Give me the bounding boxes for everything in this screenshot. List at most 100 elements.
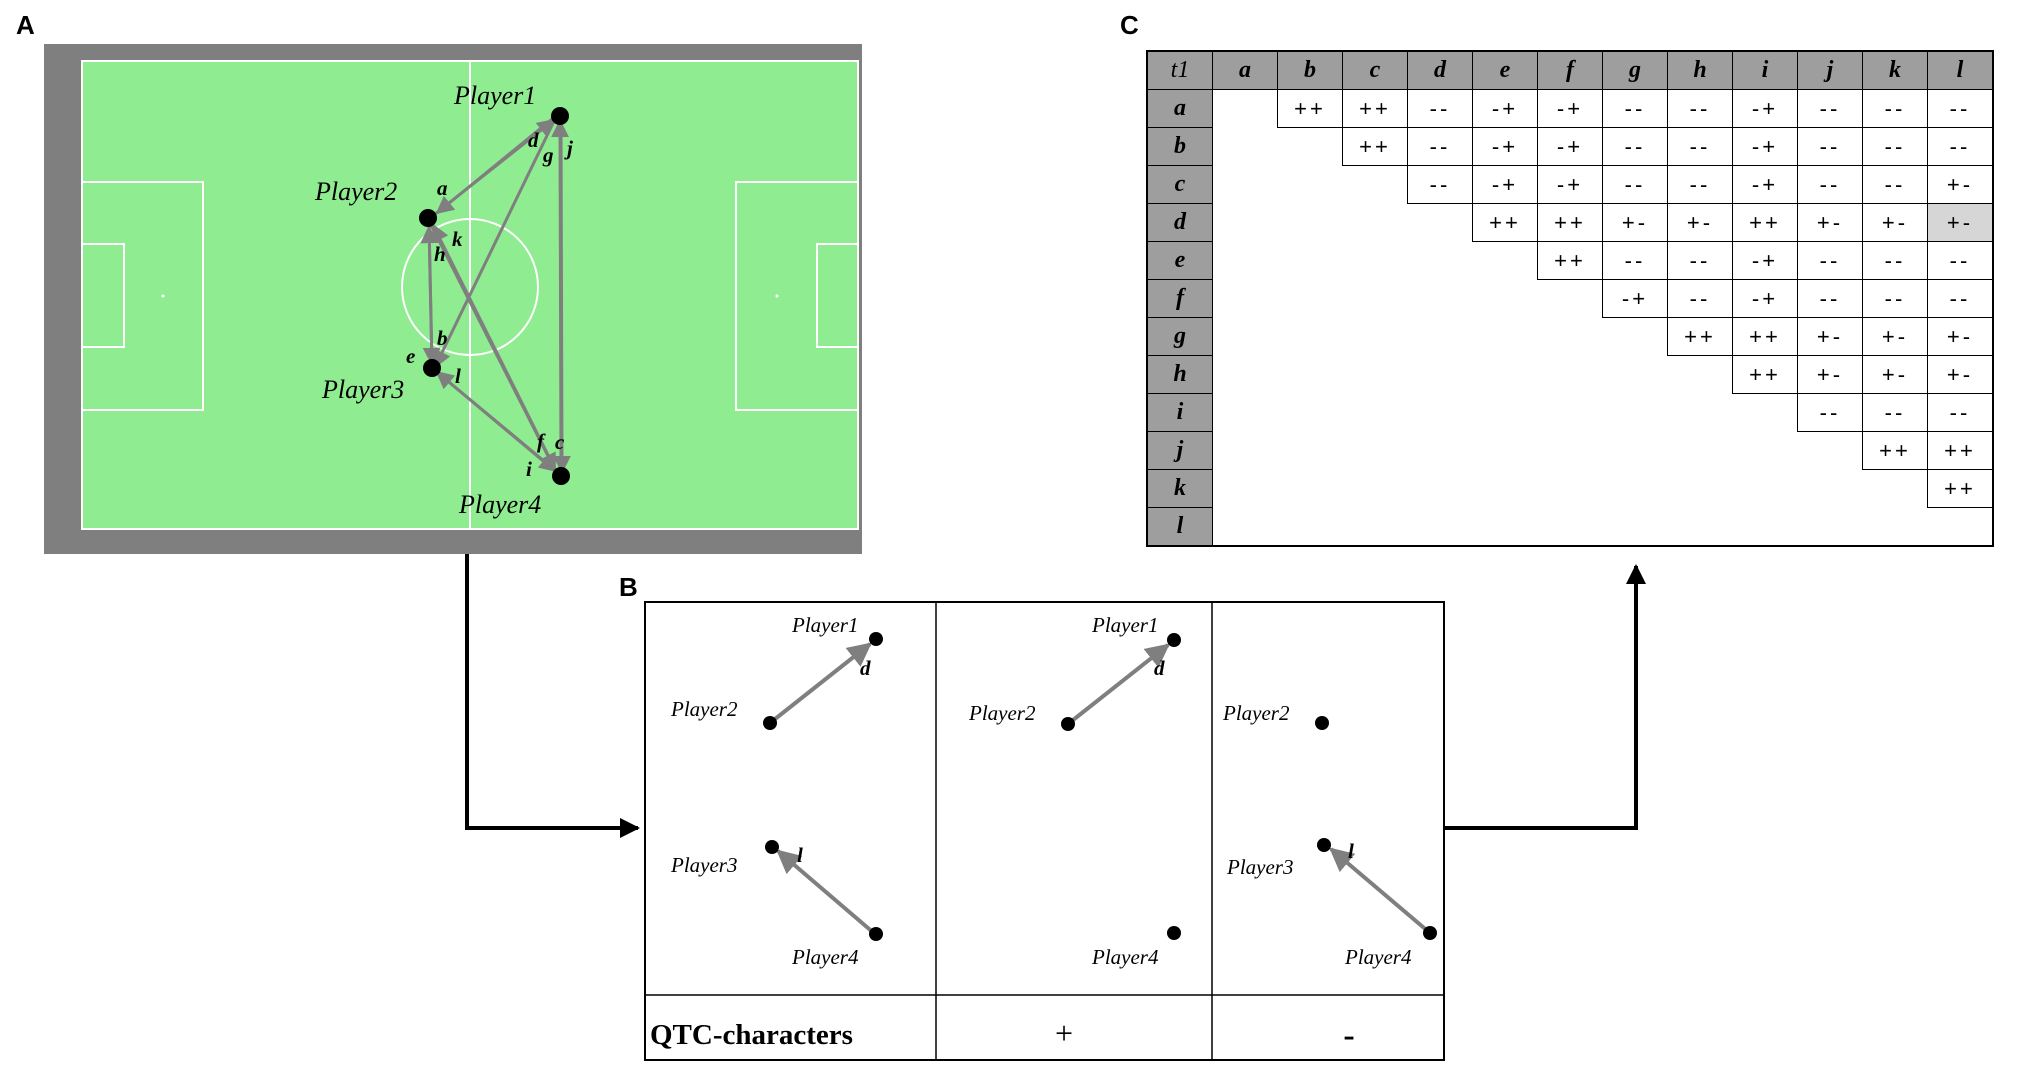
- qtc-cell: --: [1797, 393, 1863, 432]
- arrow-label-h: h: [434, 242, 446, 266]
- column-header: i: [1732, 50, 1798, 90]
- empty-cell: [1472, 469, 1538, 508]
- left-goal-box: [81, 243, 125, 348]
- empty-cell: [1602, 393, 1668, 432]
- empty-cell: [1537, 393, 1603, 432]
- b2-player2: Player2: [968, 701, 1036, 725]
- qtc-cell: --: [1602, 89, 1668, 128]
- qtc-cell: --: [1667, 127, 1733, 166]
- empty-cell: [1342, 393, 1408, 432]
- empty-cell: [1797, 507, 1863, 546]
- qtc-cell: +-: [1797, 317, 1863, 356]
- field-player1-label: Player1: [453, 81, 536, 110]
- qtc-cell: --: [1862, 165, 1928, 204]
- b2-player1: Player1: [1091, 613, 1158, 637]
- qtc-cell: ++: [1927, 469, 1994, 508]
- arrow-label-b: b: [437, 326, 448, 350]
- empty-cell: [1667, 393, 1733, 432]
- movement-arrows: [420, 113, 571, 478]
- empty-cell: [1342, 507, 1408, 546]
- empty-cell: [1342, 431, 1408, 470]
- qtc-cell: -+: [1537, 165, 1603, 204]
- empty-cell: [1212, 355, 1278, 394]
- empty-cell: [1667, 469, 1733, 508]
- table-row: i------: [1146, 393, 1994, 432]
- qtc-cell: --: [1927, 89, 1994, 128]
- empty-cell: [1212, 127, 1278, 166]
- row-header: k: [1146, 469, 1213, 508]
- empty-cell: [1277, 393, 1343, 432]
- b3-player3: Player3: [1226, 855, 1293, 879]
- qtc-plus-label: +: [1055, 1015, 1073, 1051]
- empty-cell: [1342, 241, 1408, 280]
- arrow-label-g: g: [542, 143, 554, 167]
- qtc-cell: --: [1927, 127, 1994, 166]
- row-header: d: [1146, 203, 1213, 242]
- empty-cell: [1667, 507, 1733, 546]
- table-row: f-+---+------: [1146, 279, 1994, 318]
- b1-label-l: l: [797, 843, 803, 867]
- qtc-cell: --: [1797, 165, 1863, 204]
- empty-cell: [1602, 507, 1668, 546]
- empty-cell: [1277, 507, 1343, 546]
- empty-cell: [1732, 431, 1798, 470]
- table-row: a++++---+-+-----+------: [1146, 89, 1994, 128]
- field-player2-label: Player2: [314, 177, 397, 206]
- qtc-cell: --: [1862, 89, 1928, 128]
- qtc-cell: --: [1797, 127, 1863, 166]
- column-header: c: [1342, 50, 1408, 90]
- qtc-cell: +-: [1797, 355, 1863, 394]
- column-header: k: [1862, 50, 1928, 90]
- player4-dot: [552, 467, 570, 485]
- table-row: j++++: [1146, 431, 1994, 470]
- b1-label-d: d: [860, 656, 871, 680]
- empty-cell: [1537, 279, 1603, 318]
- empty-cell: [1212, 393, 1278, 432]
- empty-cell: [1927, 507, 1993, 546]
- panel-b-col2: Player1 Player2 Player4 d +: [968, 613, 1181, 1051]
- table-row: l: [1146, 507, 1993, 547]
- empty-cell: [1602, 431, 1668, 470]
- row-header: b: [1146, 127, 1213, 166]
- empty-cell: [1472, 431, 1538, 470]
- field-player4-label: Player4: [458, 490, 541, 519]
- player3-dot: [423, 359, 441, 377]
- empty-cell: [1212, 279, 1278, 318]
- field-player3-label: Player3: [321, 375, 404, 404]
- table-row: g+++++-+-+-: [1146, 317, 1994, 356]
- qtc-cell: -+: [1732, 89, 1798, 128]
- empty-cell: [1277, 469, 1343, 508]
- soccer-field: [44, 44, 862, 554]
- qtc-cell: --: [1797, 241, 1863, 280]
- empty-cell: [1732, 507, 1798, 546]
- empty-cell: [1277, 127, 1343, 166]
- empty-cell: [1407, 279, 1473, 318]
- empty-cell: [1407, 241, 1473, 280]
- qtc-cell: -+: [1732, 165, 1798, 204]
- empty-cell: [1732, 393, 1798, 432]
- empty-cell: [1602, 355, 1668, 394]
- qtc-cell: ++: [1472, 203, 1538, 242]
- b2-player4: Player4: [1091, 945, 1159, 969]
- qtc-cell: +-: [1862, 203, 1928, 242]
- column-header: d: [1407, 50, 1473, 90]
- empty-cell: [1277, 203, 1343, 242]
- qtc-cell: --: [1797, 89, 1863, 128]
- empty-cell: [1407, 431, 1473, 470]
- column-header: a: [1212, 50, 1278, 90]
- qtc-characters-label: QTC-characters: [650, 1019, 853, 1051]
- table-row: c---+-+-----+----+-: [1146, 165, 1994, 204]
- player1-dot: [551, 107, 569, 125]
- column-header: f: [1537, 50, 1603, 90]
- qtc-cell: ++: [1342, 127, 1408, 166]
- qtc-cell: -+: [1472, 127, 1538, 166]
- qtc-cell: +-: [1602, 203, 1668, 242]
- empty-cell: [1537, 469, 1603, 508]
- qtc-cell: ++: [1537, 241, 1603, 280]
- empty-cell: [1537, 355, 1603, 394]
- empty-cell: [1472, 355, 1538, 394]
- arrow-label-j: j: [564, 136, 573, 160]
- qtc-cell: +-: [1862, 317, 1928, 356]
- row-header: f: [1146, 279, 1213, 318]
